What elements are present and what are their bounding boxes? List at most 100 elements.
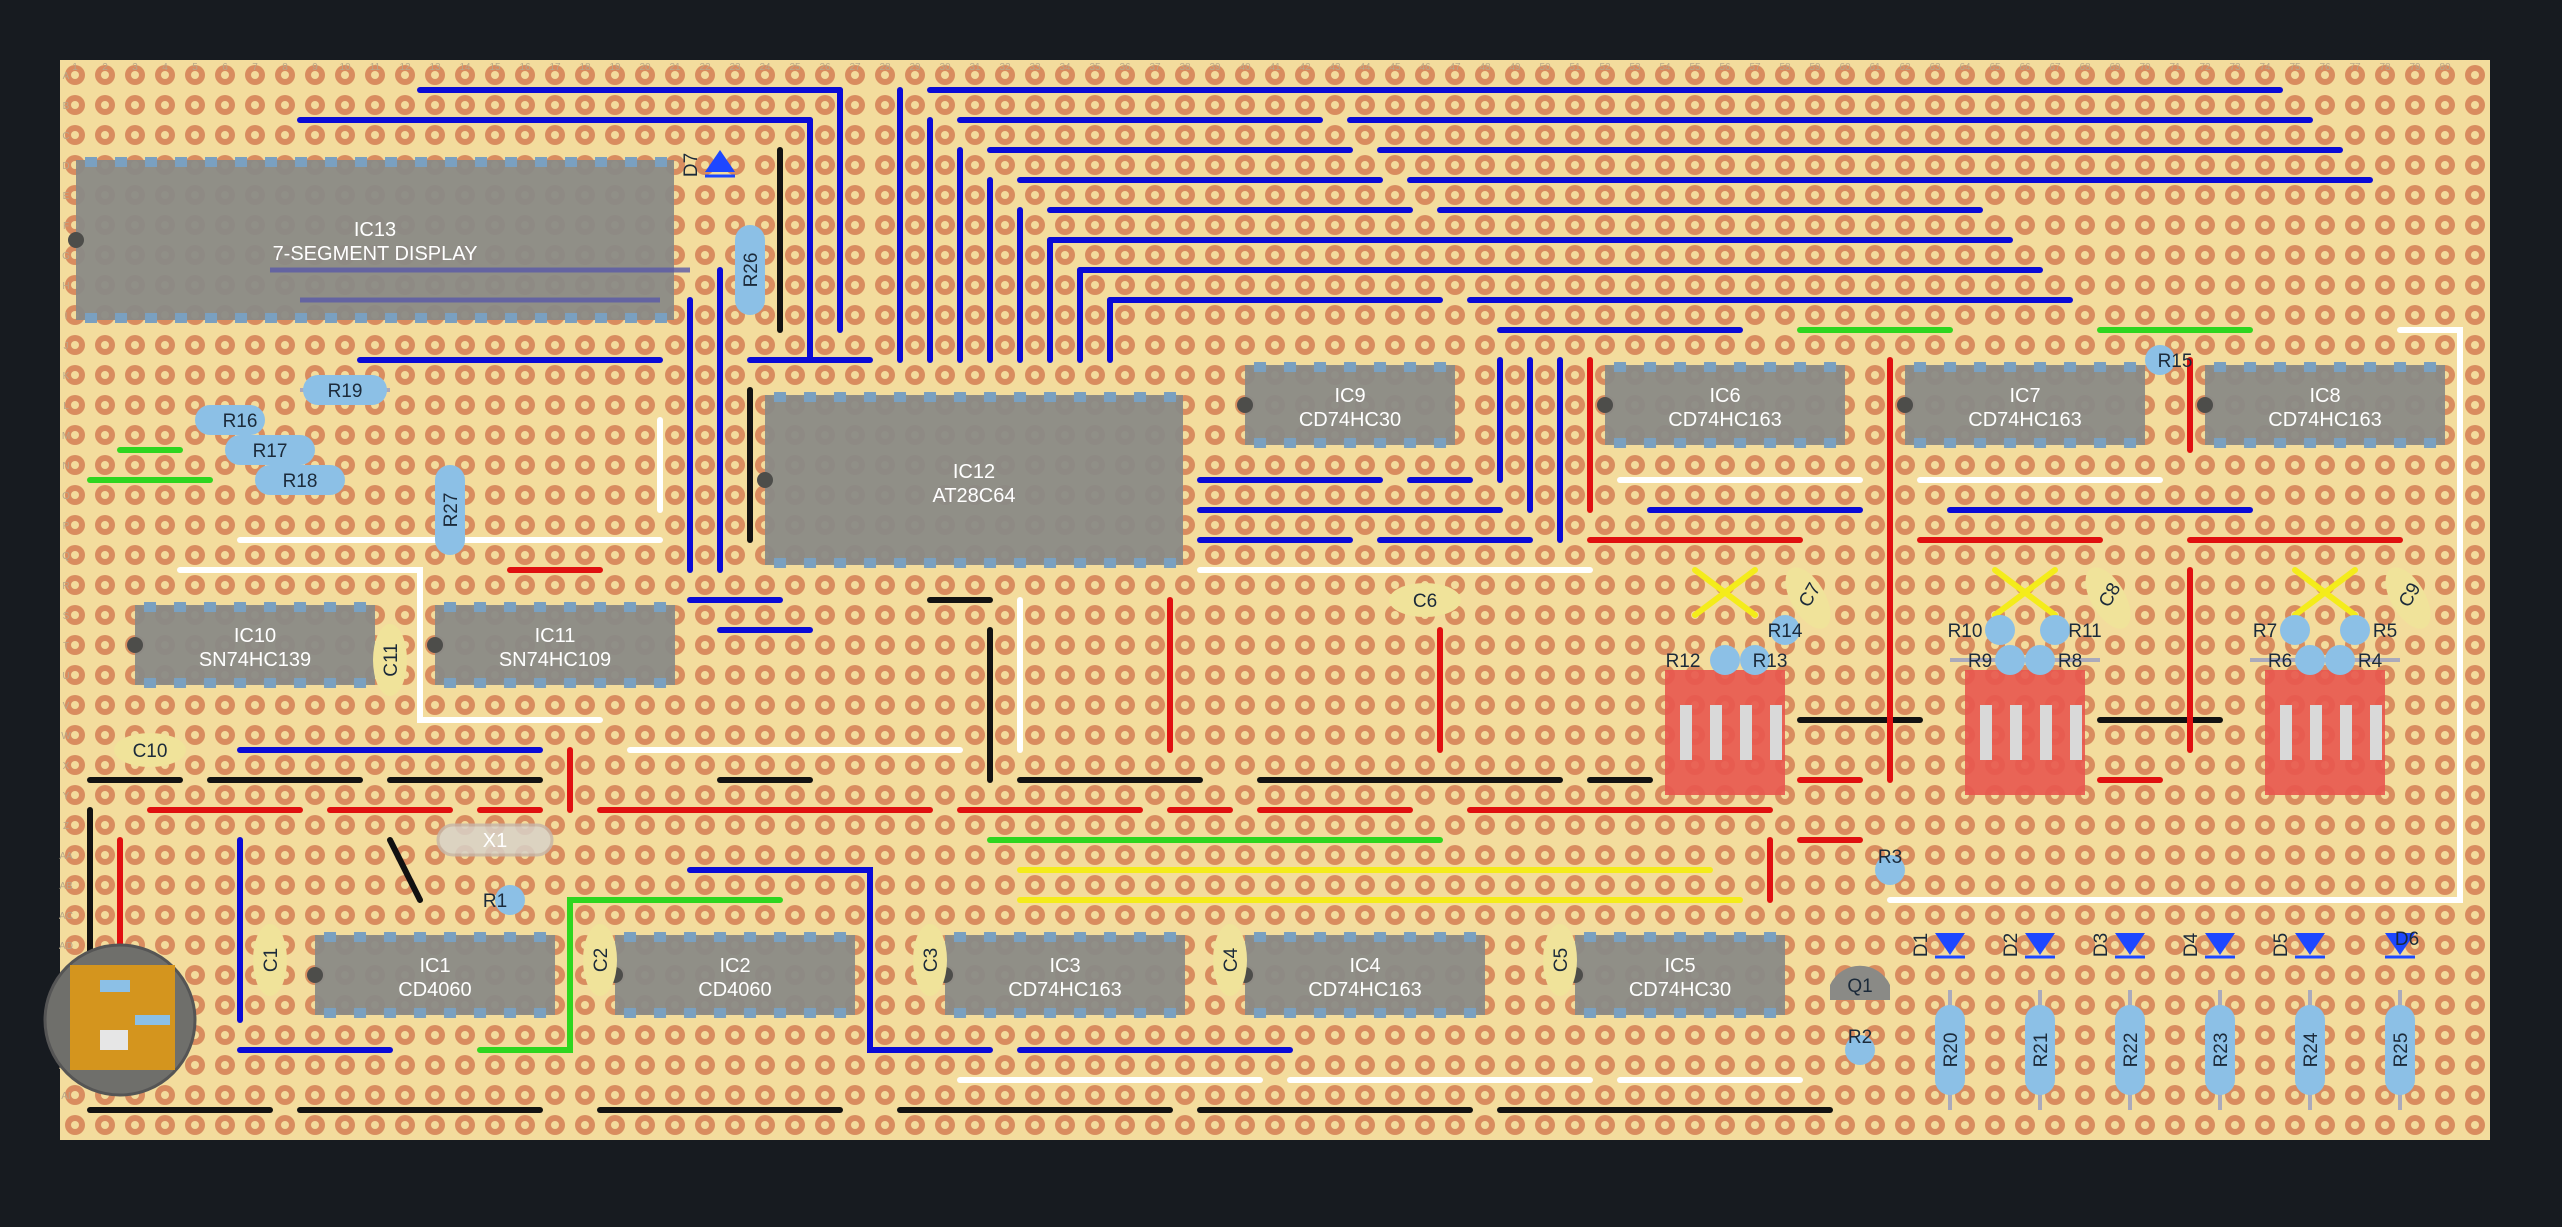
- column-label: 41: [1269, 62, 1281, 73]
- ic-ic7[interactable]: IC7 CD74HC163: [1897, 362, 2145, 448]
- resistor-r12[interactable]: R12: [1666, 645, 1740, 675]
- resistor-r19[interactable]: R19: [300, 375, 390, 405]
- dip-switch-1[interactable]: [1665, 670, 1785, 795]
- power-jack[interactable]: [43, 943, 197, 1097]
- transistor-q1[interactable]: Q1: [1830, 965, 1890, 1000]
- resistor-r5[interactable]: R5: [2340, 615, 2397, 645]
- resistor-r26[interactable]: R26: [735, 225, 765, 315]
- column-label: 49: [1509, 62, 1521, 73]
- column-label: 16: [519, 62, 531, 73]
- ic-pin: [115, 157, 127, 167]
- ic-ic10[interactable]: IC10 SN74HC139: [127, 602, 375, 688]
- ic-pin: [625, 157, 637, 167]
- resistor-r23[interactable]: R23: [2205, 990, 2235, 1110]
- dip-switch-3[interactable]: [2265, 670, 2385, 795]
- led-d4[interactable]: D4: [2181, 932, 2235, 959]
- ic-ic4[interactable]: IC4 CD74HC163: [1237, 932, 1485, 1018]
- led-d1[interactable]: D1: [1911, 933, 1965, 959]
- capacitor-c11[interactable]: C11: [373, 624, 407, 696]
- ic-ic1[interactable]: IC1 CD4060: [307, 932, 555, 1018]
- resistor-r14[interactable]: R14: [1768, 615, 1803, 645]
- resistor-r16[interactable]: R16: [195, 405, 265, 435]
- row-label: S: [63, 611, 70, 622]
- ic-pin: [1284, 932, 1296, 942]
- ic-ic3[interactable]: IC3 CD74HC163: [937, 932, 1185, 1018]
- led-d7[interactable]: D7: [681, 150, 735, 178]
- resistor-r27[interactable]: R27: [435, 465, 465, 555]
- ic-ic12[interactable]: IC12 AT28C64: [757, 392, 1183, 568]
- ic-pin: [1254, 362, 1266, 372]
- ic-part: CD74HC30: [1629, 979, 1731, 1001]
- resistor-r8[interactable]: R8: [2025, 645, 2082, 675]
- capacitor-c8[interactable]: C8: [2076, 560, 2139, 636]
- ic-pin: [324, 602, 336, 612]
- resistor-r13[interactable]: R13: [1740, 645, 1787, 675]
- ic-ic6[interactable]: IC6 CD74HC163: [1597, 362, 1845, 448]
- column-label: 7: [252, 62, 258, 73]
- resistor-r15[interactable]: R15: [2145, 345, 2192, 375]
- resistor-r1[interactable]: R1: [483, 885, 525, 915]
- resistor-r10[interactable]: R10: [1948, 615, 2015, 645]
- capacitor-c10[interactable]: C10: [114, 733, 186, 767]
- capacitor-c4[interactable]: C4: [1213, 924, 1247, 996]
- ic-pin: [2394, 438, 2406, 448]
- column-label: 67: [2049, 62, 2061, 73]
- capacitor-c6[interactable]: C6: [1389, 583, 1461, 617]
- led-d2[interactable]: D2: [2001, 933, 2055, 959]
- resistor-r22[interactable]: R22: [2115, 990, 2145, 1110]
- resistor-r3[interactable]: R3: [1875, 847, 1905, 885]
- svg-text:R15: R15: [2158, 351, 2193, 372]
- ic-ic5[interactable]: IC5 CD74HC30: [1567, 932, 1785, 1018]
- ic-pin: [1704, 362, 1716, 372]
- led-layer: D1 D2 D3 D4 D5 D6 D7: [681, 150, 2419, 959]
- ic-ic2[interactable]: IC2 CD4060: [607, 932, 855, 1018]
- column-label: 56: [1719, 62, 1731, 73]
- ic-pin: [1914, 362, 1926, 372]
- ic-pin: [1974, 362, 1986, 372]
- ic-pin: [1434, 932, 1446, 942]
- capacitor-c5[interactable]: C5: [1543, 924, 1577, 996]
- led-d3[interactable]: D3: [2091, 933, 2145, 959]
- svg-text:X1: X1: [483, 830, 507, 852]
- resistor-r25[interactable]: R25: [2385, 990, 2415, 1110]
- resistor-r18[interactable]: R18: [255, 465, 345, 495]
- resistor-r20[interactable]: R20: [1935, 990, 1965, 1110]
- ic-ic11[interactable]: IC11 SN74HC109: [427, 602, 675, 688]
- led-d6[interactable]: D6: [2385, 929, 2419, 959]
- ic-pin: [954, 932, 966, 942]
- capacitor-c2[interactable]: C2: [583, 924, 617, 996]
- resistor-r24[interactable]: R24: [2295, 990, 2325, 1110]
- ic-notch: [68, 232, 84, 248]
- row-label: B: [63, 101, 70, 112]
- resistor-r17[interactable]: R17: [225, 435, 315, 465]
- column-label: 26: [819, 62, 831, 73]
- resistor-r4[interactable]: R4: [2325, 645, 2383, 675]
- led-d5[interactable]: D5: [2271, 933, 2325, 959]
- ic-pin: [1764, 932, 1776, 942]
- ic-pin: [1674, 438, 1686, 448]
- crystal-x1[interactable]: X1: [436, 823, 554, 857]
- ic-part: AT28C64: [932, 485, 1015, 507]
- column-label: 40: [1239, 62, 1251, 73]
- ic-pin: [504, 1008, 516, 1018]
- ic-pin: [894, 392, 906, 402]
- column-label: 43: [1329, 62, 1341, 73]
- resistor-r11[interactable]: R11: [2040, 615, 2102, 645]
- resistor-r21[interactable]: R21: [2025, 990, 2055, 1110]
- capacitor-c3[interactable]: C3: [913, 924, 947, 996]
- column-label: 68: [2079, 62, 2091, 73]
- ic-pin: [594, 602, 606, 612]
- ic-ic8[interactable]: IC8 CD74HC163: [2197, 362, 2445, 448]
- svg-text:Q1: Q1: [1847, 976, 1872, 997]
- ic-ic9[interactable]: IC9 CD74HC30: [1237, 362, 1455, 448]
- dip-switch-2[interactable]: [1965, 670, 2085, 795]
- ic-pin: [1704, 932, 1716, 942]
- column-label: 62: [1899, 62, 1911, 73]
- svg-text:R14: R14: [1768, 621, 1803, 642]
- capacitor-c1[interactable]: C1: [253, 924, 287, 996]
- ic-pin: [774, 558, 786, 568]
- ic-ic13[interactable]: IC13 7-SEGMENT DISPLAY: [68, 157, 674, 323]
- resistor-r7[interactable]: R7: [2253, 615, 2310, 645]
- resistor-r2[interactable]: R2: [1845, 1027, 1875, 1065]
